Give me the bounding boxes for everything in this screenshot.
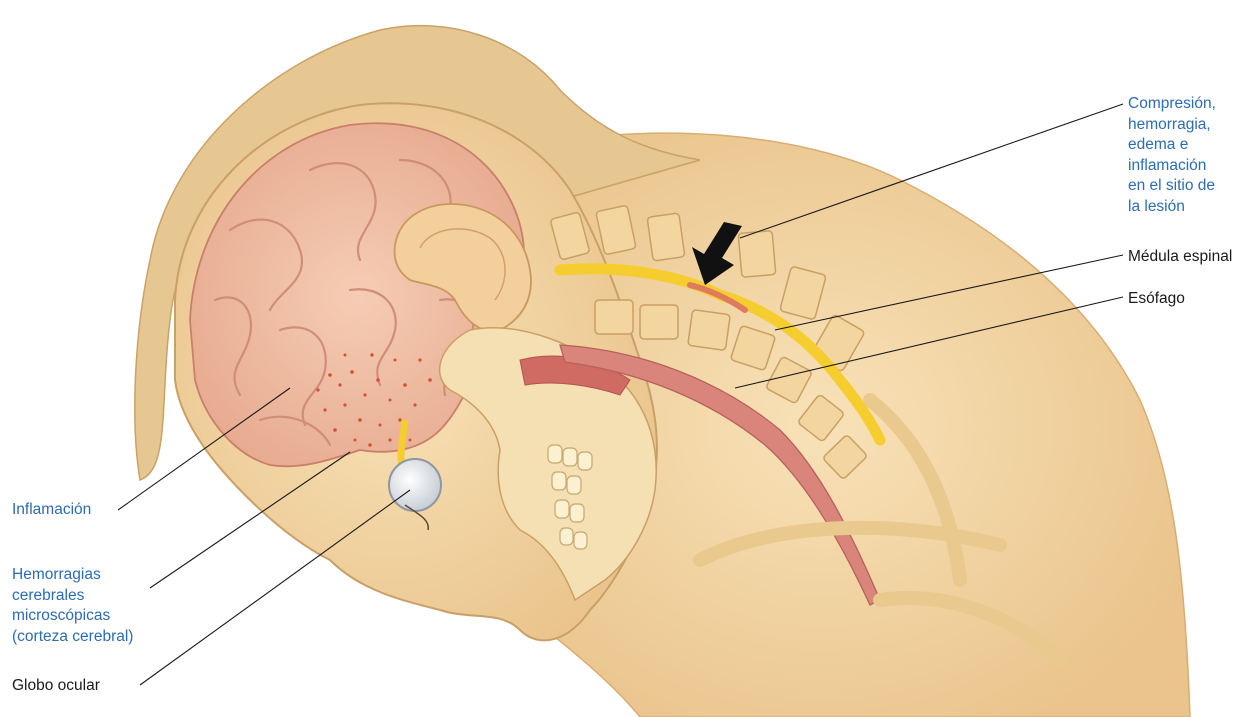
label-compression: Compresión, hemorragia, edema e inflamac…: [1128, 94, 1248, 217]
eyeball: [389, 459, 441, 511]
label-esofago: Esófago: [1128, 289, 1248, 310]
label-globo-ocular: Globo ocular: [12, 676, 152, 697]
label-medula-espinal: Médula espinal: [1128, 247, 1255, 268]
label-hemorragias: Hemorragias cerebrales microscópicas (co…: [12, 565, 182, 647]
label-inflamacion: Inflamación: [12, 500, 142, 521]
